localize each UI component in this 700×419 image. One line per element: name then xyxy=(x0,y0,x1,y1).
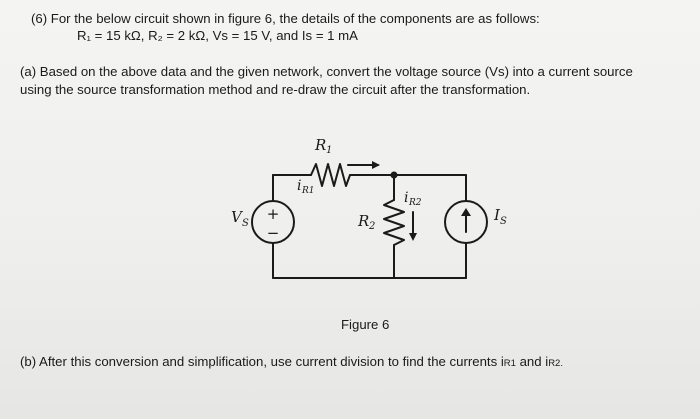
ir1-label: i xyxy=(297,178,301,194)
ir2-arrowhead xyxy=(409,233,417,241)
ir1-subscript: R1 xyxy=(301,186,315,196)
figure-caption: Figure 6 xyxy=(341,317,390,332)
part-a-line-1: (a) Based on the above data and the give… xyxy=(20,64,633,79)
voltage-source-icon xyxy=(251,200,295,244)
current-source-arrowhead xyxy=(461,208,471,216)
part-b-question: (b) After this conversion and simplifica… xyxy=(20,354,563,372)
ir1-sub-text: R1 xyxy=(503,358,516,369)
component-specs: R₁ = 15 kΩ, R₂ = 2 kΩ, Vs = 15 V, and Is… xyxy=(77,28,358,43)
r2-subscript: 2 xyxy=(368,221,375,232)
vs-subscript: S xyxy=(242,218,249,229)
part-b-text: (b) After this conversion and simplifica… xyxy=(20,354,504,369)
current-source-icon xyxy=(444,200,488,244)
junction-dot xyxy=(390,171,398,179)
question-header: (6) For the below circuit shown in figur… xyxy=(31,11,540,26)
ir2-label: i xyxy=(404,190,408,206)
r2-label: R xyxy=(357,212,369,230)
r1-label: R xyxy=(314,136,326,154)
resistor-r1-icon xyxy=(310,163,351,187)
ir1-arrowhead xyxy=(372,161,380,169)
ir2-sub-text: R2. xyxy=(548,358,563,369)
is-subscript: S xyxy=(500,216,507,227)
plus-sign: + xyxy=(267,205,280,223)
is-label: I xyxy=(493,206,501,224)
r1-subscript: 1 xyxy=(326,145,332,156)
part-b-and: and i xyxy=(515,354,549,369)
resistor-r2-icon xyxy=(383,199,405,246)
part-a-line-2: using the source transformation method a… xyxy=(20,82,531,97)
minus-sign: − xyxy=(267,224,280,242)
ir2-subscript: R2 xyxy=(408,198,422,208)
vs-label: V xyxy=(231,208,244,226)
